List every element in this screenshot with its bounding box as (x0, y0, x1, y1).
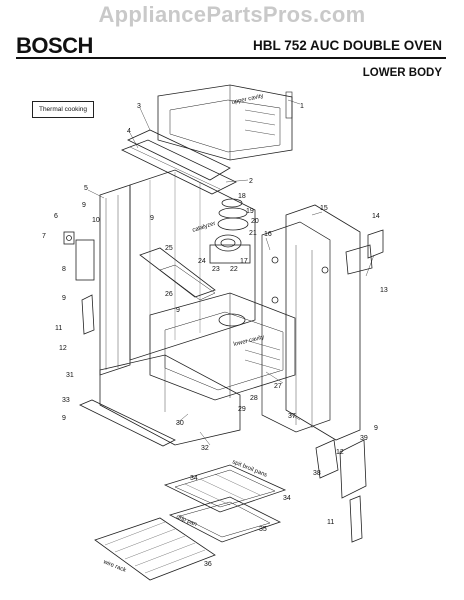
part-number-22: 22 (230, 266, 238, 273)
label-drip-pan: drip pan (175, 514, 197, 528)
part-number-5: 5 (84, 185, 88, 192)
catalyzer-assembly (209, 198, 251, 264)
part-number-39: 39 (360, 435, 368, 442)
part-number-2: 2 (249, 178, 253, 185)
label-upper-cavity: upper cavity (231, 93, 264, 106)
front-frame-drawing (120, 129, 237, 195)
part-number-24: 24 (198, 258, 206, 265)
right-hinge-bracket (315, 439, 367, 543)
part-number-9c: 9 (62, 295, 66, 302)
bottom-strip (79, 399, 176, 447)
part-number-34a: 34 (190, 475, 198, 482)
part-number-35: 35 (259, 526, 267, 533)
part-number-23: 23 (212, 266, 220, 273)
part-number-9f: 9 (374, 425, 378, 432)
part-number-31: 31 (66, 372, 74, 379)
upper-cavity-drawing (157, 84, 293, 161)
part-number-14: 14 (372, 213, 380, 220)
left-hinge-bracket (63, 231, 95, 335)
part-number-1: 1 (300, 103, 304, 110)
watermark: AppliancePartsPros.com (98, 2, 366, 27)
header-rule (16, 57, 446, 59)
label-catalyzer: catalyzer (192, 221, 217, 234)
part-number-3: 3 (137, 103, 141, 110)
wire-rack (94, 517, 216, 581)
part-number-20: 20 (251, 218, 259, 225)
base-frame (99, 354, 241, 446)
part-number-32: 32 (201, 445, 209, 452)
part-number-4: 4 (127, 128, 131, 135)
part-number-28: 28 (250, 395, 258, 402)
part-number-7: 7 (42, 233, 46, 240)
part-number-27: 27 (274, 383, 282, 390)
part-number-19: 19 (246, 208, 254, 215)
drip-pan (168, 496, 282, 543)
part-number-8: 8 (62, 266, 66, 273)
part-number-29: 29 (238, 406, 246, 413)
part-number-9e: 9 (62, 415, 66, 422)
cross-bar (139, 247, 216, 301)
label-lower-cavity: lower cavity (233, 335, 265, 348)
right-corner-bracket (345, 229, 384, 275)
part-number-34b: 34 (283, 495, 291, 502)
part-number-21: 21 (249, 230, 257, 237)
leader-lines (87, 99, 375, 446)
part-number-37: 37 (288, 413, 296, 420)
part-number-17: 17 (240, 258, 248, 265)
part-number-38: 38 (313, 470, 321, 477)
part-number-16: 16 (264, 231, 272, 238)
part-number-6: 6 (54, 213, 58, 220)
label-spit-broil-pans: spit broil pans (231, 459, 268, 478)
part-number-15: 15 (320, 205, 328, 212)
part-number-10: 10 (92, 217, 100, 224)
part-number-26: 26 (165, 291, 173, 298)
brand-logo: BOSCH (16, 33, 93, 58)
spit-broil-pan (163, 464, 287, 513)
part-number-12b: 12 (336, 449, 344, 456)
section-title: LOWER BODY (362, 67, 442, 79)
part-number-33: 33 (62, 397, 70, 404)
right-side-panel (261, 204, 361, 441)
back-body-panel (129, 169, 256, 361)
part-number-36: 36 (204, 561, 212, 568)
part-number-11b: 11 (327, 519, 334, 526)
part-number-18: 18 (238, 193, 246, 200)
part-number-13: 13 (380, 287, 388, 294)
left-side-panel (99, 184, 131, 376)
part-number-12a: 12 (59, 345, 67, 352)
model-title: HBL 752 AUC DOUBLE OVEN (252, 38, 442, 53)
part-number-30: 30 (176, 420, 184, 427)
part-number-9d: 9 (176, 307, 180, 314)
thermal-cooking-note: Thermal cooking (32, 101, 94, 118)
part-number-25: 25 (165, 245, 173, 252)
part-number-9a: 9 (82, 202, 86, 209)
part-number-9b: 9 (150, 215, 154, 222)
part-number-11a: 11 (55, 325, 62, 332)
